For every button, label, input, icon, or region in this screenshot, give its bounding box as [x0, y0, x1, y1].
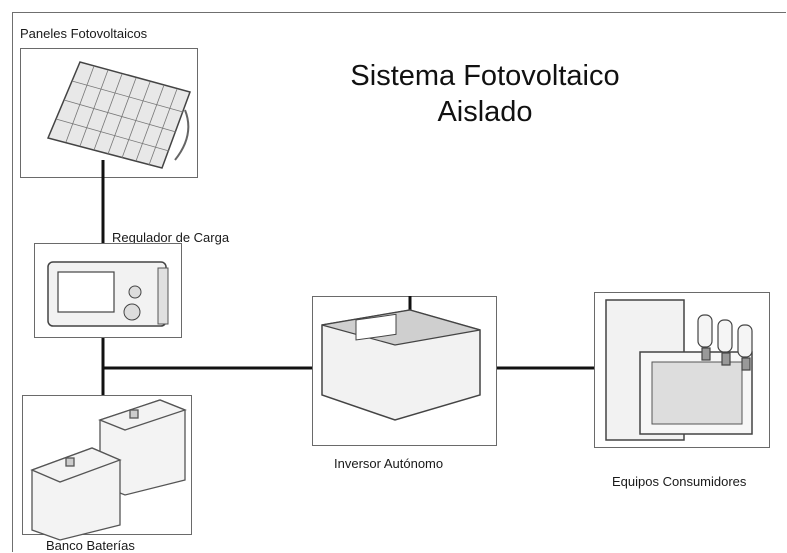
label-consumers: Equipos Consumidores	[612, 474, 747, 489]
solar-panel-icon	[46, 61, 191, 169]
label-batteries: Banco Baterías	[46, 538, 135, 553]
connection-lines	[101, 160, 594, 395]
label-panels: Paneles Fotovoltaicos	[20, 26, 148, 41]
inverter-icon	[321, 309, 481, 421]
label-inverter: Inversor Autónomo	[334, 456, 444, 471]
label-regulator: Regulador de Carga	[112, 230, 230, 245]
title-line-2: Aislado	[437, 96, 533, 128]
consumer-equipment-icon	[605, 299, 753, 441]
battery-bank-icon	[30, 399, 187, 541]
title-line-1: Sistema Fotovoltaico	[350, 60, 620, 92]
diagram-title: Sistema Fotovoltaico Aislado	[310, 58, 660, 130]
charge-regulator-icon	[47, 261, 169, 327]
diagram-frame	[12, 12, 786, 552]
